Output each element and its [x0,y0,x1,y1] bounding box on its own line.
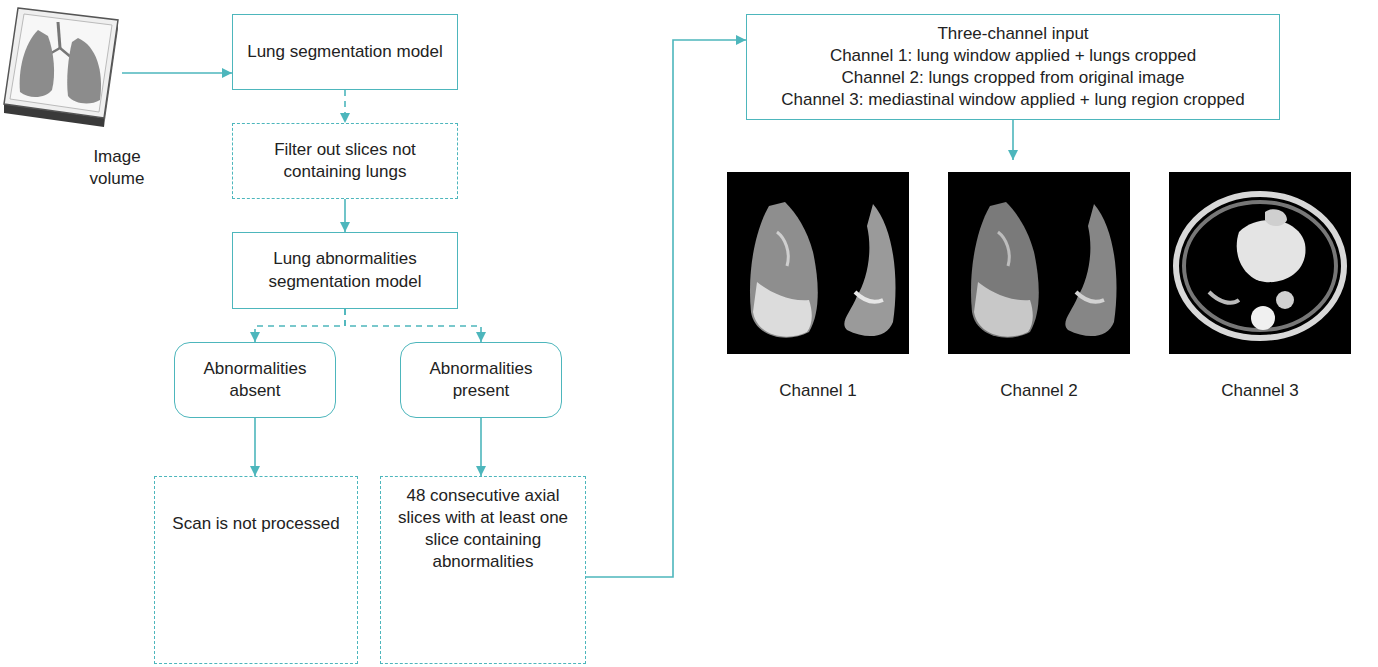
process-box: Lung abnormalities segmentation model [232,232,458,309]
input-arrow [122,72,232,74]
node-text: Lung segmentation model [247,41,443,63]
process-box: Three-channel inputChannel 1: lung windo… [746,14,1280,120]
ct-slice-lung-window [727,172,909,354]
node-text: Filter out slices not containing lungs [241,139,449,183]
flow-arrow [255,309,345,342]
image-caption: Channel 1 [758,380,878,402]
node-text: Three-channel input [937,23,1088,45]
image-caption: Channel 2 [979,380,1099,402]
output-arrow [1012,120,1014,160]
flow-arrow [344,199,346,232]
node-text: Abnormalities present [409,358,553,402]
ct-slice-original [948,172,1130,354]
process-box: Lung segmentation model [232,14,458,90]
node-detail-text: Channel 3: mediastinal window applied + … [781,89,1245,111]
node-text: Scan is not processed [172,513,339,535]
node-detail-text: Channel 1: lung window applied + lungs c… [830,45,1196,67]
flow-arrow [480,418,482,476]
flow-arrow [254,418,256,476]
decision-box: Abnormalities present [400,342,562,418]
node-detail-text: Channel 2: lungs cropped from original i… [841,67,1184,89]
image-caption: Channel 3 [1200,380,1320,402]
flow-arrow [586,40,746,577]
flow-arrow [345,309,481,342]
ct-slice-mediastinal-window [1169,172,1351,354]
process-box: Scan is not processed [154,476,358,664]
process-box: 48 consecutive axial slices with at leas… [380,476,586,664]
node-text: 48 consecutive axial slices with at leas… [389,485,577,573]
process-box: Filter out slices not containing lungs [232,123,458,199]
decision-box: Abnormalities absent [174,342,336,418]
illustration-label: Image volume [75,146,159,190]
flow-arrow [344,90,346,123]
node-text: Lung abnormalities segmentation model [241,248,449,292]
image-volume-icon [4,8,118,127]
node-text: Abnormalities absent [183,358,327,402]
